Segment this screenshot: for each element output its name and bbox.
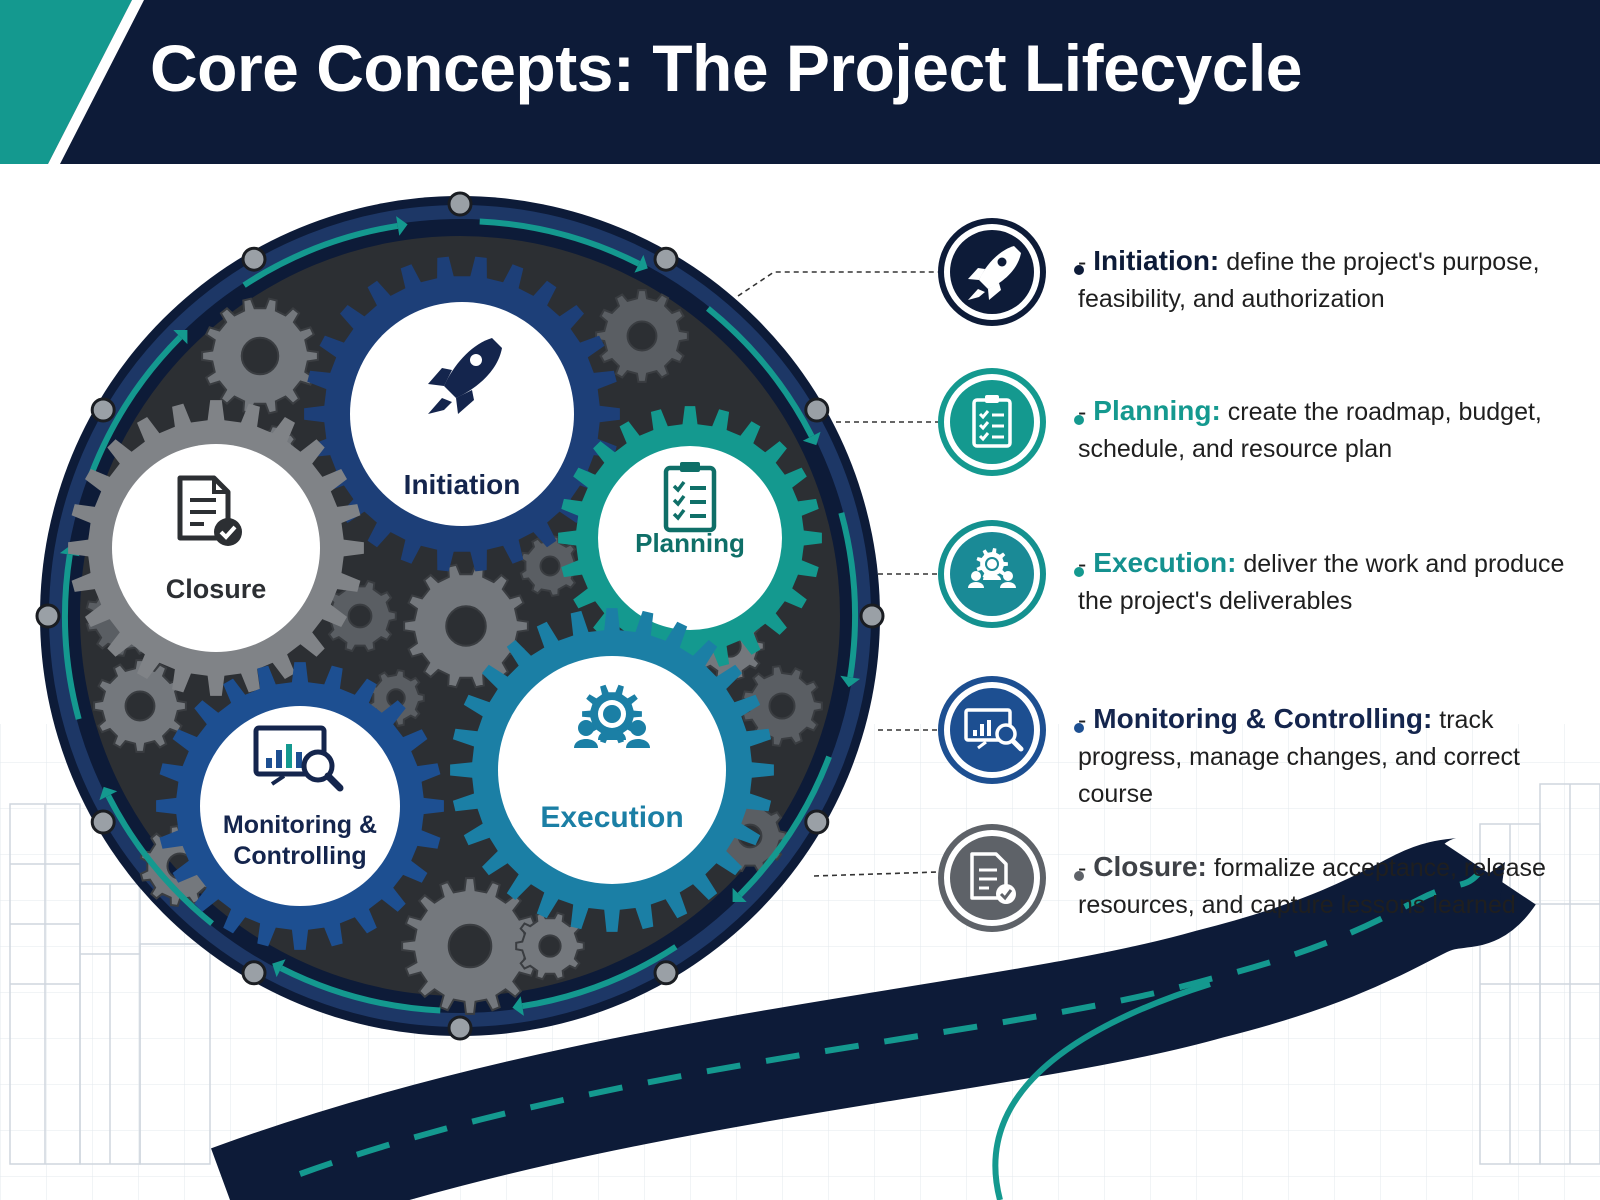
- ring-bolt: [804, 809, 830, 835]
- rocket-icon: [968, 246, 1021, 300]
- cycle-arrows: [59, 216, 861, 1016]
- city-skyline-right: [1479, 783, 1600, 1165]
- planning-gear-label: Planning: [635, 528, 745, 558]
- monitoring-gear: Monitoring & Controlling: [156, 662, 444, 950]
- stage-desc: deliver the work and produce the project…: [1078, 550, 1565, 615]
- ring-bolt: [90, 809, 116, 835]
- background-gears: [85, 289, 823, 1015]
- cycle-arrow-head: [634, 254, 648, 273]
- monitor-analytics-icon: [253, 725, 344, 792]
- cycle-arrow: [279, 965, 441, 1014]
- planning-badge: [938, 368, 1046, 476]
- stage-desc: define the project's purpose, feasibilit…: [1078, 248, 1540, 313]
- closure-badge: [938, 824, 1046, 932]
- cycle-arrow-head: [512, 996, 524, 1016]
- ring-bolts: [35, 191, 885, 1041]
- cycle-arrow: [479, 218, 641, 267]
- ring-bolt: [653, 246, 679, 272]
- header-accent-stripe: [0, 0, 144, 164]
- closure-gear: Closure: [68, 400, 364, 696]
- document-check-icon: [177, 475, 242, 546]
- bullet-dot: [1074, 567, 1084, 577]
- document-check-icon: [970, 852, 1016, 904]
- road-arrow-head: [1474, 862, 1505, 900]
- gear-team-icon: [968, 548, 1016, 588]
- cycle-arrow-head: [840, 675, 861, 688]
- rocket-icon: [428, 338, 502, 414]
- stage-name: Initiation:: [1093, 245, 1220, 276]
- execution-gear-label: Execution: [540, 801, 683, 834]
- stage-name: Monitoring & Controlling:: [1093, 703, 1433, 734]
- stage-description-monitoring: - Monitoring & Controlling: track progre…: [1078, 703, 1520, 808]
- bullet-dot: [1074, 723, 1084, 733]
- cycle-arrow: [521, 944, 678, 1010]
- monitoring-badge: [938, 676, 1046, 784]
- initiation-badge: [938, 218, 1046, 326]
- winding-road: [211, 837, 1536, 1200]
- small-gear: [403, 563, 529, 689]
- monitoring-gear-label-line2: Controlling: [233, 842, 366, 870]
- cycle-arrow-head: [99, 786, 118, 801]
- gear-team-icon: [574, 684, 650, 748]
- cycle-arrow: [242, 222, 399, 288]
- closure-gear-label: Closure: [166, 574, 267, 604]
- small-gear: [515, 911, 585, 981]
- stage-name: Closure:: [1093, 851, 1207, 882]
- small-gear: [595, 289, 689, 383]
- stage-description-planning: - Planning: create the roadmap, budget, …: [1078, 395, 1542, 463]
- clipboard-checklist-icon: [972, 395, 1012, 448]
- small-gear: [201, 297, 319, 415]
- page-title: Core Concepts: The Project Lifecycle: [150, 31, 1303, 105]
- initiation-gear-label: Initiation: [404, 469, 521, 500]
- cycle-arrow-head: [173, 330, 188, 345]
- small-gear: [93, 659, 187, 753]
- initiation-gear: Initiation: [304, 256, 620, 572]
- stage-description-closure: - Closure: formalize acceptance, release…: [1078, 851, 1546, 919]
- stage-description-execution: - Execution: deliver the work and produc…: [1078, 547, 1565, 615]
- cycle-arrow-head: [272, 959, 286, 978]
- execution-gear: Execution: [450, 608, 774, 932]
- stage-desc: create the roadmap, budget, schedule, an…: [1078, 398, 1542, 463]
- header-banner: Core Concepts: The Project Lifecycle: [0, 0, 1600, 164]
- cycle-arrow: [62, 554, 82, 720]
- ring-bolt: [804, 397, 830, 423]
- cycle-arrow: [88, 334, 183, 477]
- ring-bolt: [859, 603, 885, 629]
- cycle-arrow: [706, 306, 815, 438]
- stage-desc: formalize acceptance, release resources,…: [1078, 854, 1546, 919]
- bullet-dot: [1074, 871, 1084, 881]
- city-skyline-left: [9, 803, 211, 1165]
- clipboard-checklist-icon: [663, 462, 717, 533]
- cycle-arrow: [838, 512, 858, 678]
- stage-name: Planning:: [1093, 395, 1221, 426]
- bullet-dot: [1074, 265, 1084, 275]
- cycle-arrow: [105, 794, 214, 926]
- small-gear: [401, 877, 539, 1015]
- monitor-analytics-icon: [964, 708, 1024, 752]
- ring-bolt: [90, 397, 116, 423]
- stage-description-initiation: - Initiation: define the project's purpo…: [1078, 245, 1540, 313]
- ring-bolt: [447, 191, 473, 217]
- ring-bolt: [653, 960, 679, 986]
- stage-desc: track progress, manage changes, and corr…: [1078, 706, 1520, 808]
- ring-bolt: [241, 246, 267, 272]
- stage-name: Execution:: [1093, 547, 1237, 578]
- bullet-dot: [1074, 415, 1084, 425]
- planning-gear: Planning: [558, 406, 822, 670]
- cycle-arrow-head: [732, 887, 747, 902]
- lifecycle-gear-wheel: Initiation Closure Planning: [35, 191, 885, 1041]
- monitoring-gear-label-line1: Monitoring &: [223, 811, 377, 839]
- ring-bolt: [447, 1015, 473, 1041]
- cycle-arrow: [737, 755, 832, 898]
- cycle-arrow-head: [802, 431, 821, 446]
- ring-bolt: [241, 960, 267, 986]
- ring-bolt: [35, 603, 61, 629]
- cycle-arrow-head: [396, 216, 408, 236]
- execution-badge: [938, 520, 1046, 628]
